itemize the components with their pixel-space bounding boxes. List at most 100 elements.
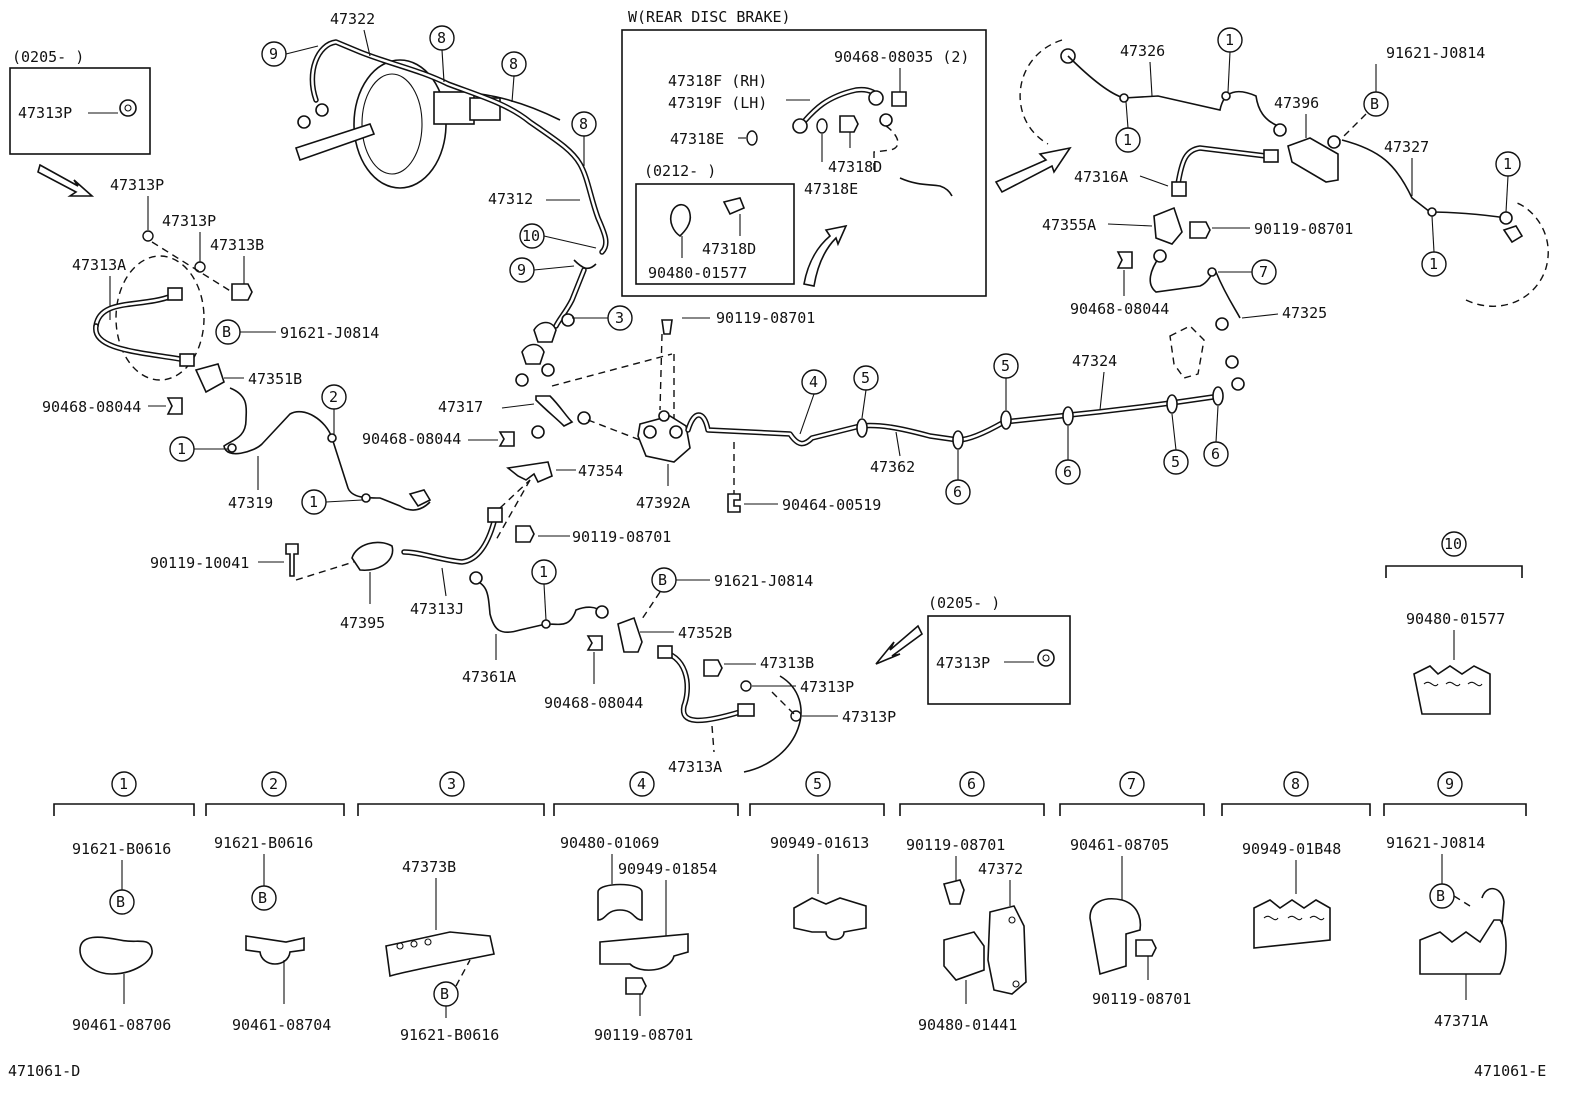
part-label: 91621-J0814 <box>714 572 813 590</box>
bolt-icon <box>515 525 535 543</box>
clip-icon <box>498 431 515 447</box>
part-label: 47316A <box>1074 168 1128 186</box>
marker-8-text: 8 <box>579 115 588 133</box>
bracket-icon <box>194 363 225 394</box>
clamp-icon <box>1413 665 1491 715</box>
marker-6-text: 6 <box>1211 445 1220 463</box>
part-label: 90119-10041 <box>150 554 249 572</box>
legend-number: 5 <box>813 775 822 793</box>
legend-1: 1 91621-B0616 B 90461-08706 <box>53 771 195 1034</box>
marker-5-text: 5 <box>861 369 870 387</box>
gasket-icon <box>669 203 692 238</box>
part-label: 47324 <box>1072 352 1117 370</box>
washer-icon <box>194 261 206 273</box>
arrow-icon <box>37 163 95 197</box>
clamp-icon <box>385 931 495 978</box>
part-label: 47317 <box>438 398 483 416</box>
part-label: 90119-08701 <box>1092 990 1191 1008</box>
bolt-icon <box>942 879 965 905</box>
clamp-icon <box>1089 898 1142 976</box>
part-label: 47313A <box>72 256 126 274</box>
marker-b-text: B <box>1370 95 1379 113</box>
marker-5-text: 5 <box>1001 357 1010 375</box>
legend-2: 2 91621-B0616 B 90461-08704 <box>205 771 345 1034</box>
junction-block-icon <box>1287 137 1339 183</box>
bolt-icon <box>625 977 647 995</box>
part-label: 47327 <box>1384 138 1429 156</box>
clip-icon <box>166 397 183 415</box>
legend-4: 4 90480-01069 90949-01854 90119-08701 <box>553 771 739 1044</box>
part-label: 47352B <box>678 624 732 642</box>
part-label: 90119-08701 <box>906 836 1005 854</box>
part-label: 91621-J0814 <box>1386 44 1485 62</box>
clamp-icon <box>599 933 689 971</box>
part-label: 91621-B0616 <box>214 834 313 852</box>
clamp-icon <box>1253 899 1331 949</box>
legend-number: 3 <box>447 775 456 793</box>
bolt-icon <box>839 115 859 133</box>
bracket-icon <box>617 616 643 653</box>
part-label: 47313B <box>760 654 814 672</box>
fitting-icon <box>1502 225 1524 244</box>
part-label: 47362 <box>870 458 915 476</box>
bolt-icon <box>722 197 746 216</box>
marker-2-text: 2 <box>329 388 338 406</box>
part-label: 47313P <box>936 654 990 672</box>
marker-1-text: 1 <box>1123 131 1132 149</box>
bracket-icon <box>506 461 553 484</box>
legend-3: 3 47373B B 91621-B0616 <box>357 771 545 1044</box>
legend-6: 6 90119-08701 47372 90480-01441 <box>899 771 1045 1034</box>
part-label: 47318E <box>670 130 724 148</box>
marker-b-text: B <box>1436 887 1445 905</box>
part-label: 47313J <box>410 600 464 618</box>
part-label: 90468-08044 <box>544 694 643 712</box>
box-0212-label: (0212- ) <box>644 162 716 180</box>
part-label: 90468-08044 <box>42 398 141 416</box>
clip-icon <box>1116 251 1133 269</box>
part-label: 47313P <box>18 104 72 122</box>
union-nut-icon <box>119 99 137 117</box>
gasket-icon <box>746 130 758 146</box>
marker-1-text: 1 <box>1225 31 1234 49</box>
part-label: 47371A <box>1434 1012 1488 1030</box>
marker-b-text: B <box>258 889 267 907</box>
marker-b <box>251 885 277 911</box>
marker-8-text: 8 <box>509 55 518 73</box>
master-cylinder-icon <box>433 91 475 125</box>
part-label: 47313P <box>110 176 164 194</box>
tube-47319: 1 2 47319 1 <box>169 384 432 515</box>
fitting-icon <box>533 321 557 343</box>
marker-8-text: 8 <box>437 29 446 47</box>
marker-b <box>1363 91 1389 117</box>
legend-number: 7 <box>1127 775 1136 793</box>
union-nut-icon <box>1037 649 1055 667</box>
bracket-icon <box>1169 325 1205 379</box>
washer-icon <box>142 230 154 242</box>
part-label: 47355A <box>1042 216 1096 234</box>
marker-1-text: 1 <box>177 440 186 458</box>
marker-5-text: 5 <box>1171 453 1180 471</box>
part-label: 47373B <box>402 858 456 876</box>
lower-left-group: 90119-10041 47395 47313J 1 47361A <box>150 479 609 686</box>
part-label: 47313B <box>210 236 264 254</box>
fitting-icon <box>521 343 545 365</box>
grommet-icon <box>597 883 643 921</box>
front-right-hose-group: B 91621-J0814 47352B 90468-08044 47313B … <box>544 567 924 776</box>
part-label: 90468-08035 (2) <box>834 48 969 66</box>
bolt-icon <box>285 543 299 577</box>
bolt-icon <box>1135 939 1157 957</box>
box-top-left-label: (0205- ) <box>12 48 84 66</box>
part-label: 90461-08705 <box>1070 836 1169 854</box>
marker-b <box>109 889 135 915</box>
marker-9-text: 9 <box>517 261 526 279</box>
part-label: 47396 <box>1274 94 1319 112</box>
part-label: 47326 <box>1120 42 1165 60</box>
legend-row: 1 91621-B0616 B 90461-08706 2 91621-B061… <box>53 771 1527 1044</box>
marker-10 <box>1441 531 1467 557</box>
clamp-icon <box>245 935 305 965</box>
part-label: 90461-08706 <box>72 1016 171 1034</box>
box-rear-disc: W(REAR DISC BRAKE) 90468-08035 (2) 47318… <box>621 8 987 297</box>
clamp-icon <box>793 897 867 941</box>
rear-axle-group: 47326 1 1 91621-J0814 B 47396 47327 1 1 <box>1019 27 1549 331</box>
